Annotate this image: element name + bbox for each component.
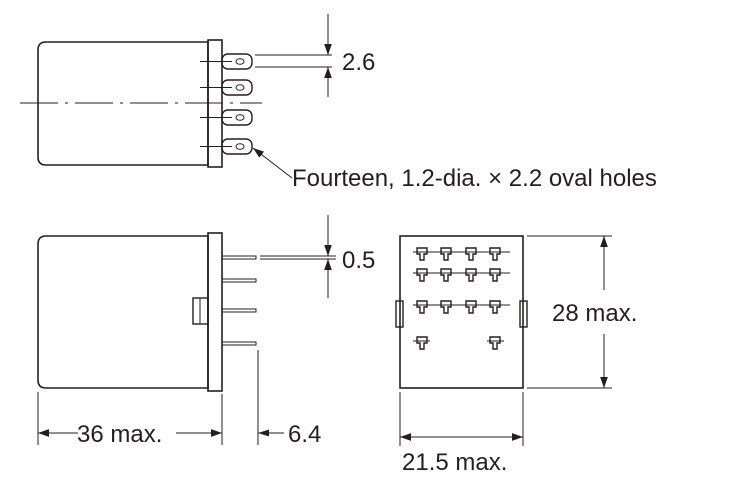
top-view-body-outline [37, 41, 209, 166]
pin-length-dimension: 6.4 [258, 421, 321, 448]
side-view-body-outline [37, 235, 209, 389]
end-view-terminal-rows [413, 247, 510, 350]
top-view: 2.6 Fourteen, 1.2-dia. × 2.2 oval holes [20, 14, 657, 192]
oval-holes-callout: Fourteen, 1.2-dia. × 2.2 oval holes [252, 147, 657, 192]
pin-thickness-dimension: 0.5 [260, 215, 375, 298]
pin-thickness-label: 0.5 [342, 247, 375, 274]
length-label: 36 max. [77, 421, 162, 448]
terminal [200, 109, 253, 126]
end-view: 28 max. 21.5 max. [395, 235, 637, 476]
terminal-row [413, 268, 510, 282]
terminal-row [413, 247, 510, 261]
terminal [200, 138, 253, 155]
height-dimension: 28 max. [527, 235, 637, 389]
terminal-row [413, 300, 510, 314]
width-label: 21.5 max. [402, 449, 507, 476]
width-dimension: 21.5 max. [399, 392, 524, 476]
height-label: 28 max. [552, 300, 637, 327]
oval-holes-label: Fourteen, 1.2-dia. × 2.2 oval holes [292, 165, 657, 192]
terminal [200, 79, 253, 96]
pin-pitch-dimension: 2.6 [255, 14, 375, 97]
side-view-base-flange [207, 232, 223, 392]
terminal [200, 53, 253, 70]
side-view-pins [221, 255, 257, 346]
end-view-outline [399, 235, 524, 389]
side-view: 0.5 36 max. 6.4 [37, 215, 375, 448]
top-view-terminals [200, 53, 253, 155]
pin-length-label: 6.4 [288, 421, 321, 448]
pin-pitch-label: 2.6 [342, 49, 375, 76]
terminal-row [413, 336, 504, 350]
length-dimension: 36 max. [37, 350, 259, 448]
